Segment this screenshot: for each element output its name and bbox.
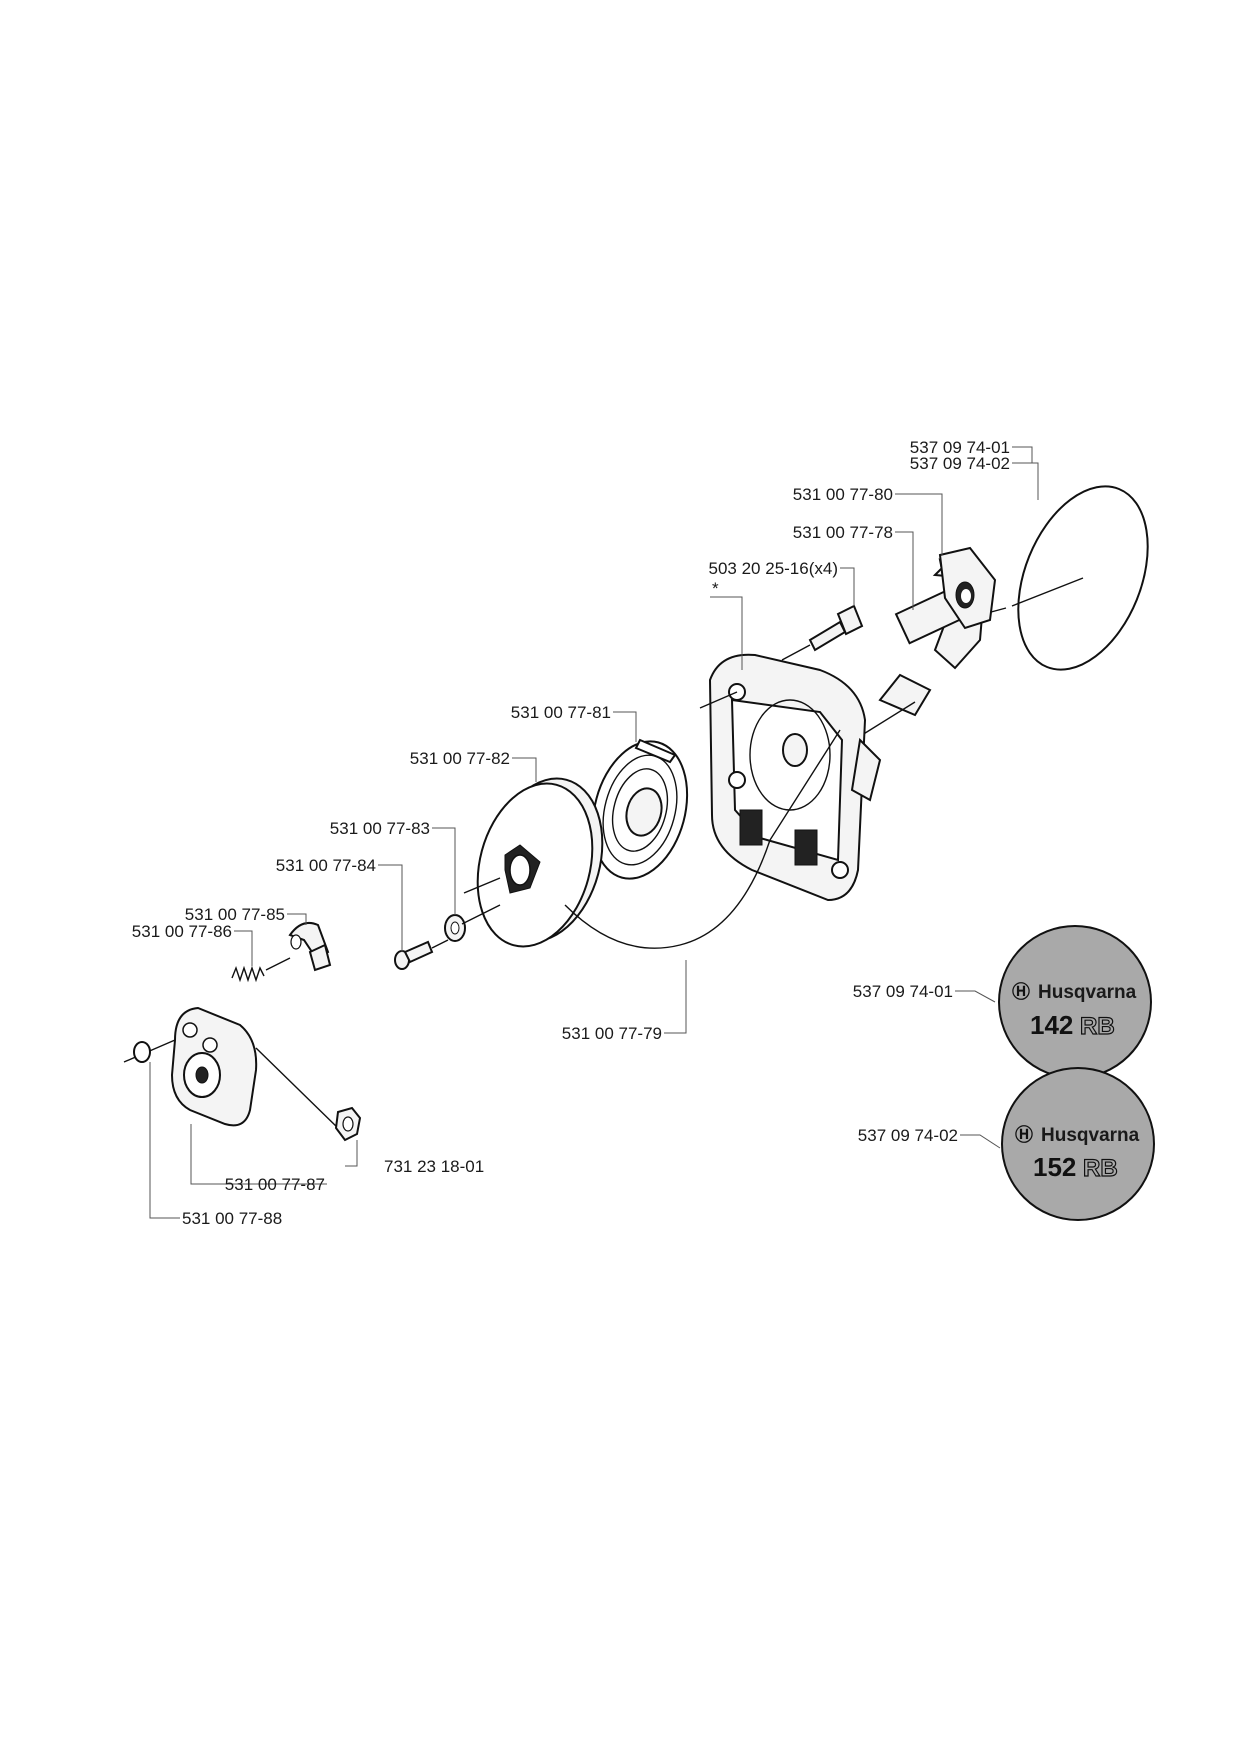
husqvarna-logo-icon: Ⓗ [1015,1124,1033,1145]
husqvarna-logo-icon: Ⓗ [1012,981,1030,1002]
label-decal-pair-2: 537 09 74-02 [910,454,1010,473]
part-labels: 537 09 74-01 537 09 74-02 531 00 77-80 5… [132,438,1010,1228]
starter-housing [699,653,882,902]
decal-152-model: 152 [1033,1152,1076,1182]
label-screw: 531 00 77-84 [276,856,376,875]
label-pulley: 531 00 77-82 [410,749,510,768]
pawl [288,922,332,972]
label-pawl: 531 00 77-85 [185,905,285,924]
label-handle-insert: 531 00 77-80 [793,485,893,504]
label-screw-x4: 503 20 25-16(x4) [709,559,838,578]
decal-disc-outline [1011,485,1149,671]
cover-plate [123,1006,341,1131]
label-nut: 731 23 18-01 [384,1157,484,1176]
decal-142-model: 142 [1030,1010,1073,1040]
label-asterisk: * [712,579,719,598]
center-screw [394,939,449,970]
decal-142-suffix: RB [1080,1013,1115,1040]
washer [444,904,501,942]
decal-152-brand: Husqvarna [1041,1125,1140,1146]
rope-pulley [463,777,604,948]
label-handle: 531 00 77-78 [793,523,893,542]
pawl-spring [231,957,291,983]
label-decal-142: 537 09 74-01 [853,982,953,1001]
label-cover-plate: 531 00 77-87 [225,1175,325,1194]
decal-152-suffix: RB [1083,1155,1118,1182]
label-decal-152: 537 09 74-02 [858,1126,958,1145]
decal-142rb: Husqvarna Ⓗ 142 RB [998,925,1152,1079]
recoil-spring [591,738,689,880]
retaining-ring [133,1041,151,1063]
label-decal-pair-1: 537 09 74-01 [910,438,1010,457]
label-ring: 531 00 77-88 [182,1209,282,1228]
starter-rope [564,729,841,949]
housing-screw [781,604,864,661]
label-rope: 531 00 77-79 [562,1024,662,1043]
label-washer: 531 00 77-83 [330,819,430,838]
leader-lines [149,446,1039,1219]
decal-142-brand: Husqvarna [1038,982,1137,1003]
handle-insert [938,546,997,630]
hex-nut [334,1106,362,1142]
label-spring: 531 00 77-81 [511,703,611,722]
decal-152rb: Husqvarna Ⓗ 152 RB [1001,1067,1155,1221]
label-pawl-spring: 531 00 77-86 [132,922,232,941]
